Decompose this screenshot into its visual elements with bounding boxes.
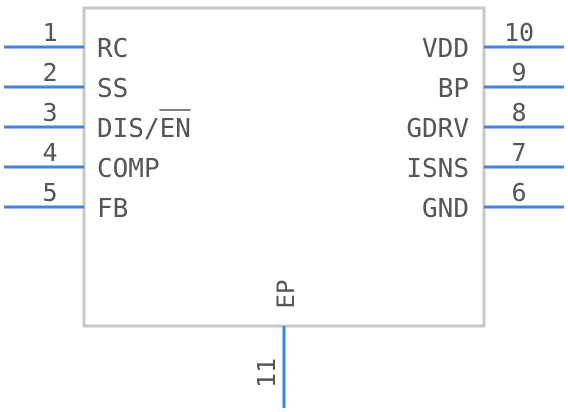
pin-name-fb: FB [97,194,128,224]
pin-name-dis-en: DIS/EN [97,114,191,144]
pin-number-10: 10 [504,18,534,47]
pin-name-ep: EP [272,280,300,309]
pin-number-6: 6 [511,178,526,207]
pin-name-ss: SS [97,74,128,104]
pin-name-gdrv: GDRV [406,114,469,144]
pin-name-vdd: VDD [422,34,469,64]
pin-number-4: 4 [42,138,57,167]
pin-name-rc: RC [97,34,128,64]
pin-number-5: 5 [42,178,57,207]
pin-number-1: 1 [42,18,57,47]
pin-number-2: 2 [42,58,57,87]
pin-name-comp: COMP [97,154,160,184]
pin-name-isns: ISNS [406,154,469,184]
pin-number-9: 9 [511,58,526,87]
pin-name-gnd: GND [422,194,469,224]
pin-number-7: 7 [511,138,526,167]
pin-number-8: 8 [511,98,526,127]
pin-name-bp: BP [438,74,469,104]
pin-number-11: 11 [252,358,281,388]
pin-number-3: 3 [42,98,57,127]
